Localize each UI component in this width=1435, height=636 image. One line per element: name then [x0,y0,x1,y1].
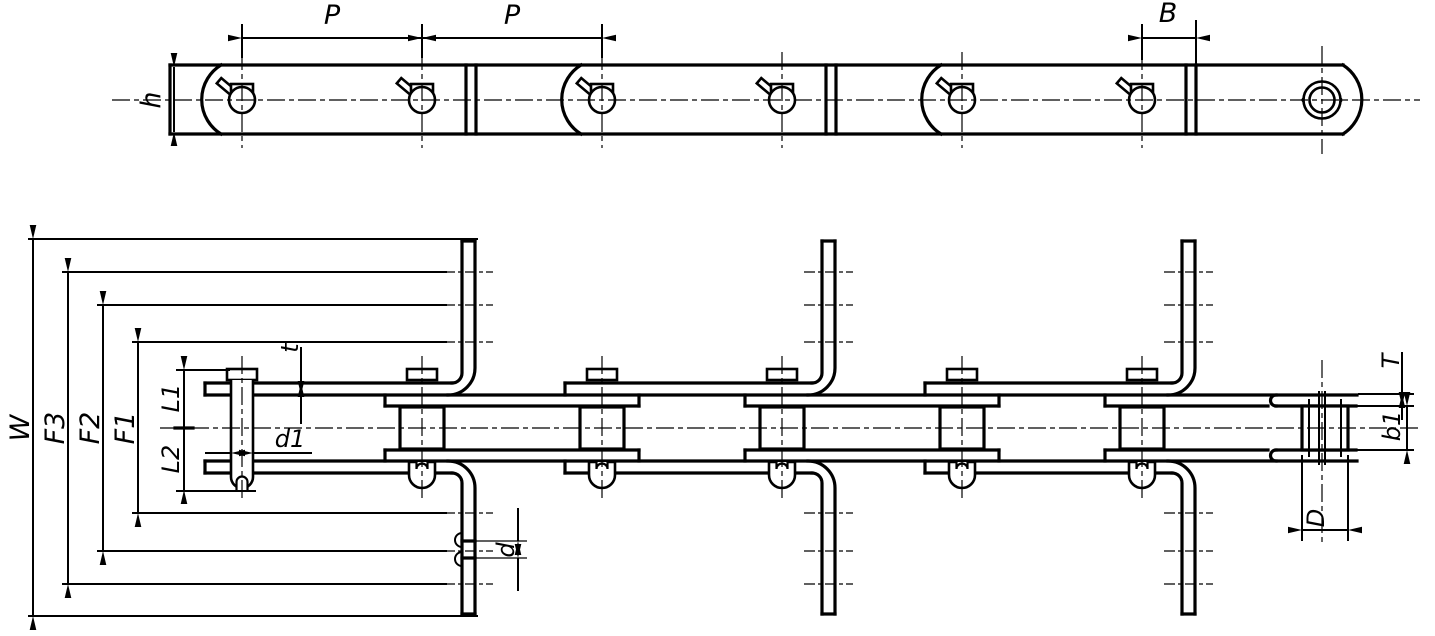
dim-label-f3: F3 [40,412,71,445]
pin-length-dimensions: L1 L2 [157,356,256,504]
dim-label-T: T [1377,351,1405,368]
plan-view: W F3 F2 F1 L1 L2 d1 t d D [5,225,1418,630]
dim-label-d: d [492,542,520,558]
dim-label-pitch-2: P [504,0,521,31]
dim-label-w: W [5,413,36,441]
chain-pins [215,76,1157,115]
inner-link-plates [383,393,1358,463]
hole-diameter-dimension: d [467,508,527,591]
dim-label-b1: b1 [1378,411,1406,442]
dim-label-l2: L2 [157,445,185,474]
pitch-dimensions: P P [228,0,616,58]
dim-label-f2: F2 [75,412,106,445]
roller-diameter-dimension: D [1288,455,1362,541]
b-dimension: B [1128,0,1210,64]
pin-diameter-dimension: d1 [205,425,312,457]
dim-label-l1: L1 [157,384,185,413]
width-dimensions: W F3 F2 F1 [5,225,478,630]
dim-label-D: D [1302,509,1330,527]
dim-label-d1: d1 [275,425,306,453]
attachment-thickness-dimension: t [276,342,305,424]
dim-label-b: B [1159,0,1178,29]
right-end-dimensions: T b1 [1352,351,1414,464]
h-dimension: h [136,53,178,146]
dim-label-pitch-1: P [324,0,341,31]
plan-centerlines [160,355,1418,545]
dim-label-h: h [136,91,167,108]
side-elevation-view: P P B h [112,0,1420,154]
attachment-hole [454,532,477,567]
dim-label-f1: F1 [110,412,141,445]
side-view-centerlines [112,46,1420,154]
dim-label-t: t [276,342,304,353]
